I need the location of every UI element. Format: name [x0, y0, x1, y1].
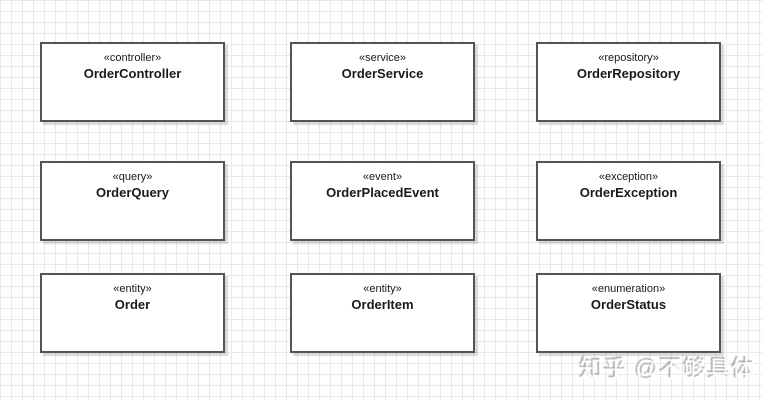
zhihu-watermark: 知乎 @不够具体 — [580, 356, 756, 382]
node-order-controller: «controller» OrderController — [40, 42, 225, 122]
node-stereotype: «controller» — [103, 52, 162, 64]
node-stereotype: «query» — [112, 171, 153, 183]
node-name: OrderController — [83, 66, 182, 81]
node-name: OrderException — [579, 185, 678, 200]
node-name: Order — [114, 297, 151, 312]
node-order-item: «entity» OrderItem — [290, 273, 475, 353]
node-stereotype: «event» — [362, 171, 403, 183]
node-order-placed-event: «event» OrderPlacedEvent — [290, 161, 475, 241]
node-stereotype: «service» — [358, 52, 407, 64]
node-name: OrderQuery — [96, 185, 169, 200]
node-order-status: «enumeration» OrderStatus — [536, 273, 721, 353]
node-name: OrderStatus — [590, 297, 667, 312]
node-order-exception: «exception» OrderException — [536, 161, 721, 241]
node-name: OrderService — [341, 66, 424, 81]
node-name: OrderRepository — [576, 66, 681, 81]
node-stereotype: «exception» — [598, 171, 659, 183]
node-stereotype: «repository» — [598, 52, 659, 64]
node-order-repository: «repository» OrderRepository — [536, 42, 721, 122]
node-name: OrderPlacedEvent — [326, 185, 439, 200]
node-name: OrderItem — [351, 297, 414, 312]
node-order: «entity» Order — [40, 273, 225, 353]
node-stereotype: «enumeration» — [591, 283, 666, 295]
node-order-query: «query» OrderQuery — [40, 161, 225, 241]
node-order-service: «service» OrderService — [290, 42, 475, 122]
node-stereotype: «entity» — [363, 283, 402, 295]
node-stereotype: «entity» — [113, 283, 152, 295]
